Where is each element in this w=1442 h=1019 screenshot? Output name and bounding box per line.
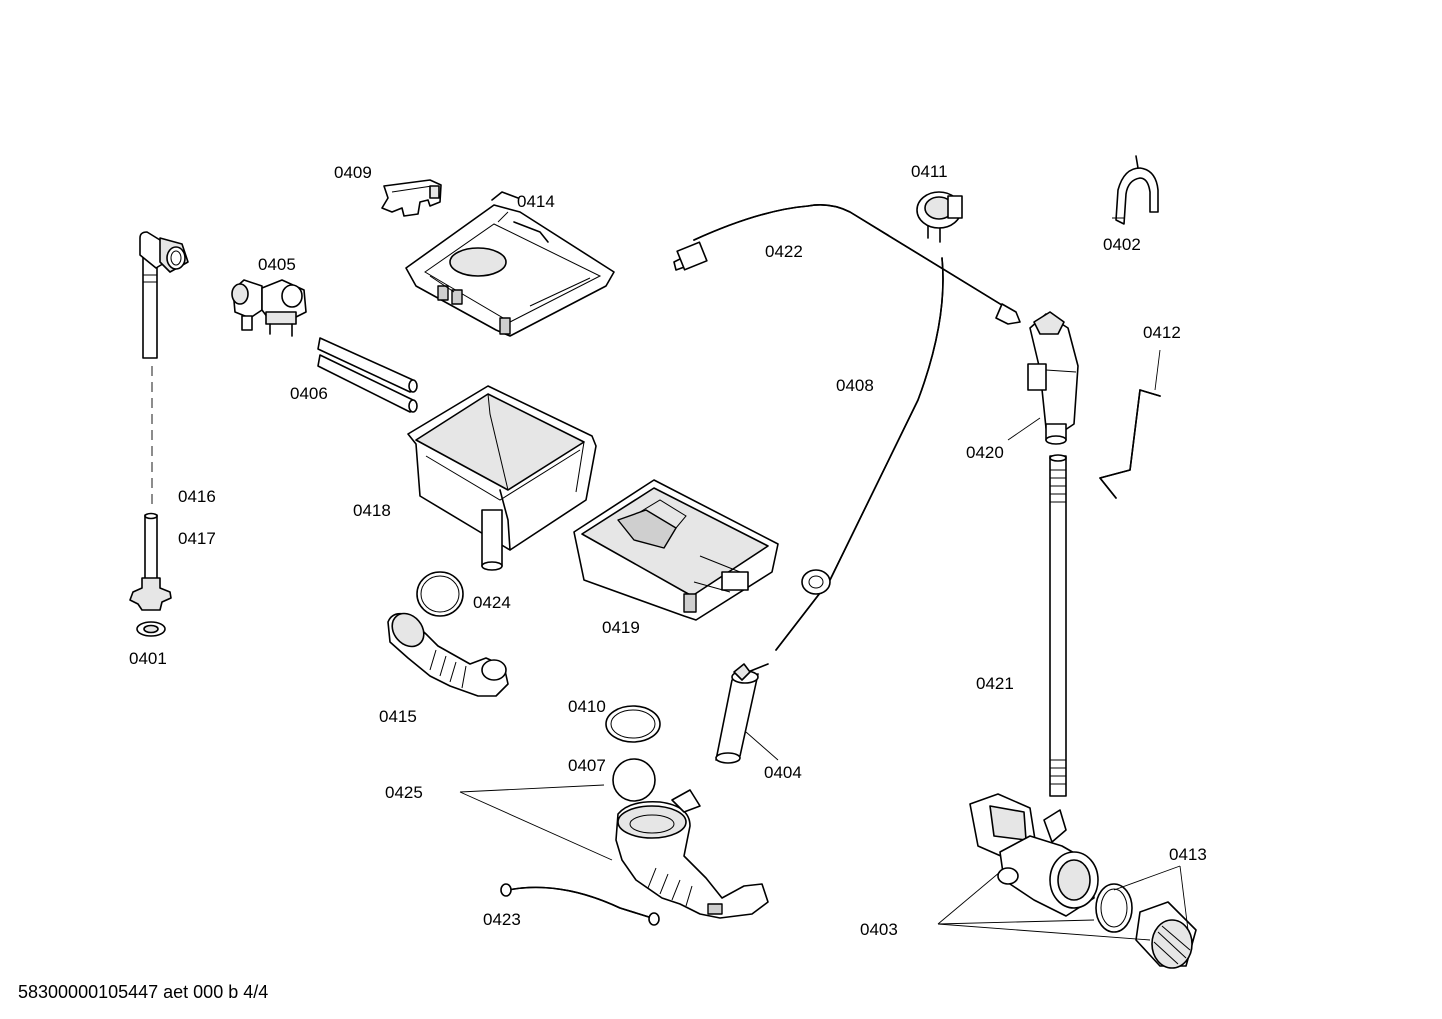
part-0414-drawer-cover <box>405 191 615 337</box>
part-0405-inlet-valve <box>231 279 307 337</box>
part-0406-rods <box>317 337 418 413</box>
label-0422[interactable]: 0422 <box>765 242 803 261</box>
label-0423[interactable]: 0423 <box>483 910 521 929</box>
label-0425[interactable]: 0425 <box>385 783 423 802</box>
part-0424-o-ring <box>416 571 464 617</box>
label-0403[interactable]: 0403 <box>860 920 898 939</box>
label-0405[interactable]: 0405 <box>258 255 296 274</box>
label-0412[interactable]: 0412 <box>1143 323 1181 342</box>
label-0414[interactable]: 0414 <box>517 192 555 211</box>
part-0421-drain-hose <box>1049 454 1067 797</box>
part-0425-sump-bellows <box>615 789 769 919</box>
label-0421[interactable]: 0421 <box>976 674 1014 693</box>
label-0417[interactable]: 0417 <box>178 529 216 548</box>
part-0423-small-hose <box>500 883 660 926</box>
part-0410-o-ring <box>605 705 661 743</box>
label-0416[interactable]: 0416 <box>178 487 216 506</box>
label-0415[interactable]: 0415 <box>379 707 417 726</box>
label-0420[interactable]: 0420 <box>966 443 1004 462</box>
part-0403-drain-pump <box>969 793 1099 917</box>
part-0404-filter-cartridge <box>715 663 769 764</box>
part-0420-air-trap <box>1027 311 1079 445</box>
part-0412-bracket-rod <box>1099 389 1161 499</box>
leader-lines <box>459 211 1189 941</box>
part-0416-inlet-hose <box>139 231 189 505</box>
label-0413[interactable]: 0413 <box>1169 845 1207 864</box>
label-0411[interactable]: 0411 <box>911 162 948 181</box>
part-0411-pressure-switch <box>916 191 963 243</box>
label-0406[interactable]: 0406 <box>290 384 328 403</box>
part-0413-filter-and-seal <box>1095 883 1197 969</box>
part-0401-washer <box>136 621 166 637</box>
label-0404[interactable]: 0404 <box>764 763 802 782</box>
label-0419[interactable]: 0419 <box>602 618 640 637</box>
document-id-footer: 58300000105447 aet 000 b 4/4 <box>18 982 269 1002</box>
label-0424[interactable]: 0424 <box>473 593 511 612</box>
part-0422-tube <box>673 204 1021 325</box>
label-0418[interactable]: 0418 <box>353 501 391 520</box>
part-0408-pressure-hose <box>775 257 944 651</box>
part-0407-ball <box>612 758 656 802</box>
part-0417-hose-end <box>129 512 172 611</box>
part-0419-dispenser-drawer <box>573 479 779 621</box>
label-0409[interactable]: 0409 <box>334 163 372 182</box>
part-0409-clip <box>381 179 442 217</box>
part-0402-hook <box>1112 155 1159 225</box>
label-0407[interactable]: 0407 <box>568 756 606 775</box>
label-0401[interactable]: 0401 <box>129 649 167 668</box>
label-0402[interactable]: 0402 <box>1103 235 1141 254</box>
part-0415-bellows-hose <box>387 612 509 697</box>
label-0408[interactable]: 0408 <box>836 376 874 395</box>
part-0418-drawer-housing <box>407 385 597 571</box>
label-0410[interactable]: 0410 <box>568 697 606 716</box>
